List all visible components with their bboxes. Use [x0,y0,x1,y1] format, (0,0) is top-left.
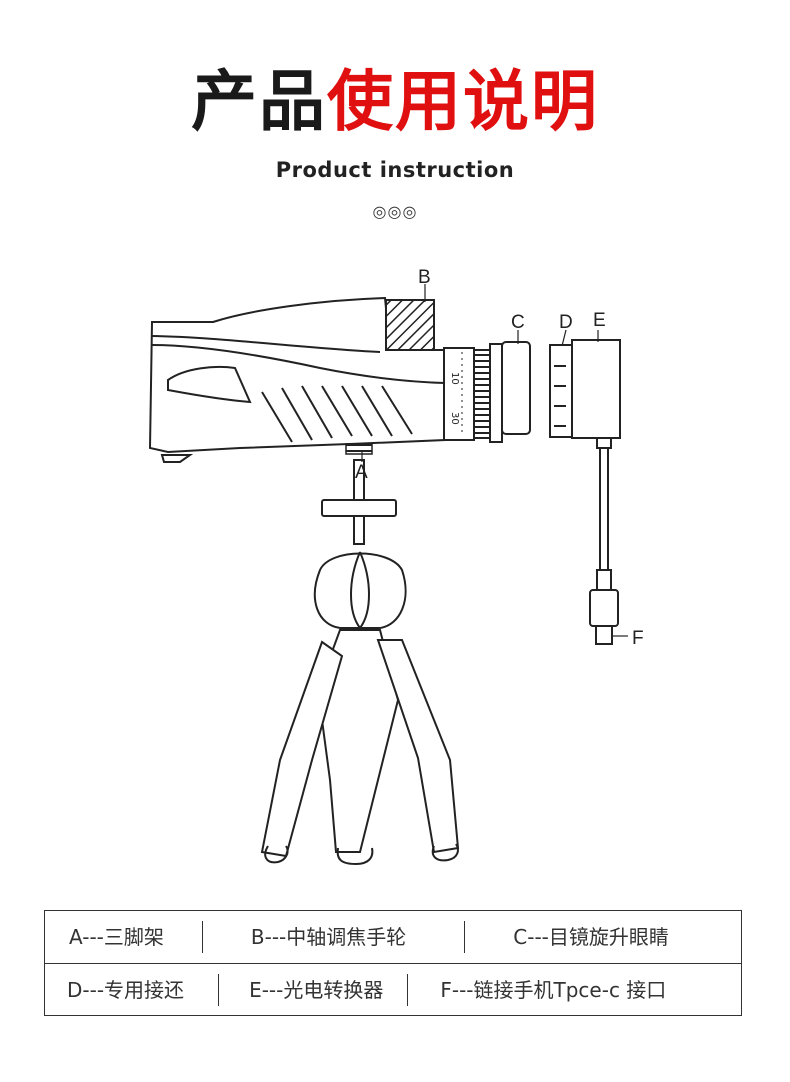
ornament-circles: ◎◎◎ [372,202,418,221]
label-a: A [355,462,368,483]
leader-lines [361,284,628,637]
legend-cell-f: F---链接手机Tpce-c 接口 [440,978,667,1002]
monocular-body [148,296,446,463]
title-black-part: 产品 [191,63,327,140]
legend-cell-e: E---光电转换器 [249,978,384,1002]
scale-mark-10: 10 [449,372,460,385]
tripod [260,459,460,866]
scale-mark-30: 30 [449,412,460,425]
phone-adapter [549,344,573,438]
legend-divider [201,921,203,953]
label-e: E [593,310,606,331]
parts-legend-table: A---三脚架 B---中轴调焦手轮 C---目镜旋升眼睛 D---专用接还 E… [44,910,742,1016]
legend-divider [218,974,220,1006]
legend-row: A---三脚架 B---中轴调焦手轮 C---目镜旋升眼睛 [45,911,741,964]
label-f: F [632,628,644,649]
photoelectric-converter [571,339,621,645]
title-red-part: 使用说明 [327,63,599,140]
legend-cell-d: D---专用接还 [67,978,185,1002]
focus-wheel [385,299,435,351]
label-c: C [511,312,525,333]
page-title: 产品使用说明 [0,62,790,142]
tripod-mount [345,443,373,455]
eyepiece-assembly [443,341,531,443]
page-subtitle: Product instruction [275,158,515,182]
product-diagram: 10 30 B C D [148,267,644,866]
legend-row: D---专用接还 E---光电转换器 F---链接手机Tpce-c 接口 [45,964,741,1016]
legend-cell-a: A---三脚架 [69,925,164,949]
legend-cell-c: C---目镜旋升眼睛 [513,925,669,949]
legend-divider [407,974,409,1006]
label-b: B [418,267,431,288]
legend-divider [464,921,466,953]
legend-cell-b: B---中轴调焦手轮 [250,925,407,949]
label-d: D [559,312,573,333]
